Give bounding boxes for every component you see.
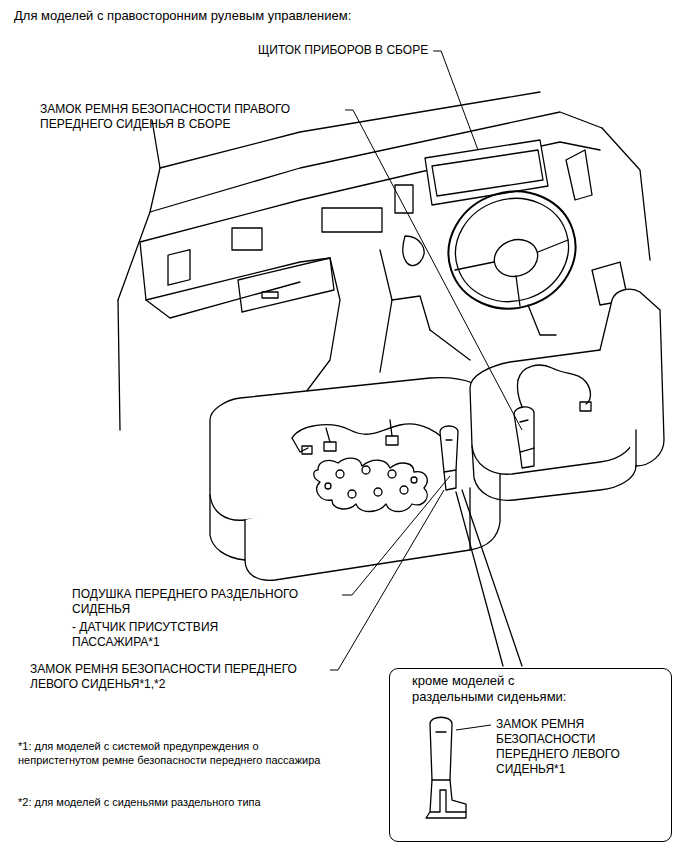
- title-wrap: Для моделей с правосторонним рулевым упр…: [14, 6, 351, 24]
- part-label: ПОДУШКА ПЕРЕДНЕГО РАЗДЕЛЬНОГО СИДЕНЬЯ: [72, 587, 337, 617]
- part-label: - ДАТЧИК ПРИСУТСТВИЯ ПАССАЖИРА*1: [72, 620, 272, 650]
- leader-line: [342, 476, 450, 595]
- leader-line: [345, 110, 522, 430]
- inset-heading: кроме моделей с раздельными сиденьями:: [412, 673, 587, 706]
- part-label: ЗАМОК РЕМНЯ БЕЗОПАСНОСТИ ПРАВОГО ПЕРЕДНЕ…: [40, 102, 340, 132]
- leader-line: [456, 725, 491, 730]
- label-wrap: ЗАМОК РЕМНЯ БЕЗОПАСНОСТИ ПРАВОГО ПЕРЕДНЕ…: [40, 102, 340, 132]
- label-wrap: *1: для моделей с системой предупреждени…: [18, 740, 323, 768]
- footnote: *2: для моделей с сиденьями раздельного …: [18, 796, 261, 810]
- footnote: *1: для моделей с системой предупреждени…: [18, 740, 323, 768]
- label-wrap: ПОДУШКА ПЕРЕДНЕГО РАЗДЕЛЬНОГО СИДЕНЬЯ: [72, 587, 337, 617]
- leader-line: [433, 51, 478, 150]
- label-wrap: *2: для моделей с сиденьями раздельного …: [18, 792, 261, 810]
- label-wrap: ЩИТОК ПРИБОРОВ В СБОРЕ: [258, 40, 428, 58]
- part-label: ЗАМОК РЕМНЯ БЕЗОПАСНОСТИ ПЕРЕДНЕГО ЛЕВОГ…: [30, 662, 325, 692]
- part-label: ЗАМОК РЕМНЯ БЕЗОПАСНОСТИ ПЕРЕДНЕГО ЛЕВОГ…: [496, 717, 646, 777]
- part-label: ЩИТОК ПРИБОРОВ В СБОРЕ: [258, 43, 428, 58]
- diagram-title: Для моделей с правосторонним рулевым упр…: [14, 8, 351, 24]
- inset-box: кроме моделей с раздельными сиденьями: ЗА…: [389, 668, 672, 842]
- label-wrap: - ДАТЧИК ПРИСУТСТВИЯ ПАССАЖИРА*1: [72, 620, 272, 650]
- leader-line: [330, 490, 444, 670]
- label-wrap: ЗАМОК РЕМНЯ БЕЗОПАСНОСТИ ПЕРЕДНЕГО ЛЕВОГ…: [30, 662, 325, 692]
